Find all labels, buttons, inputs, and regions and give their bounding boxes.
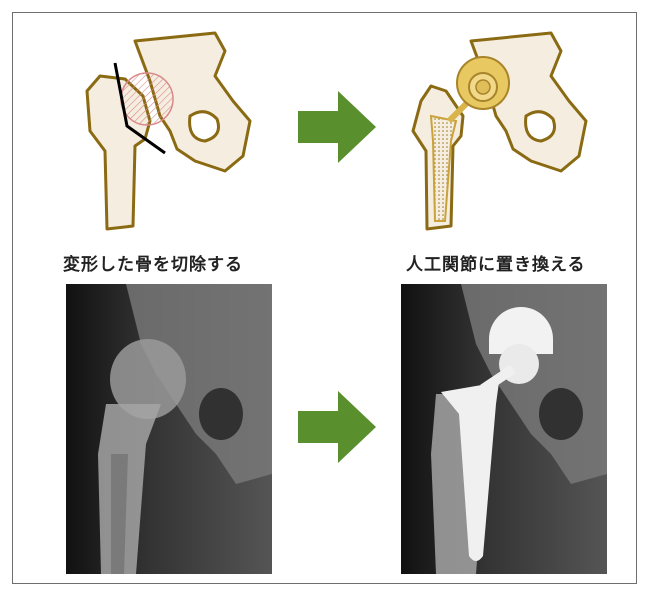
- obturator-hole: [190, 112, 219, 141]
- xray-after: [401, 284, 607, 574]
- caption-before: 変形した骨を切除する: [63, 250, 243, 275]
- obturator-hole: [526, 112, 555, 141]
- right-arrow-icon-top: [298, 91, 376, 163]
- hip-after-illustration: [401, 21, 601, 241]
- right-arrow-icon-bottom: [298, 391, 376, 463]
- caption-after: 人工関節に置き換える: [406, 250, 586, 275]
- hip-before-illustration: [65, 21, 265, 241]
- figure-frame: 変形した骨を切除する 人工関節に置き換える: [12, 12, 637, 584]
- xray-before: [66, 284, 272, 574]
- femoral-head: [121, 73, 173, 125]
